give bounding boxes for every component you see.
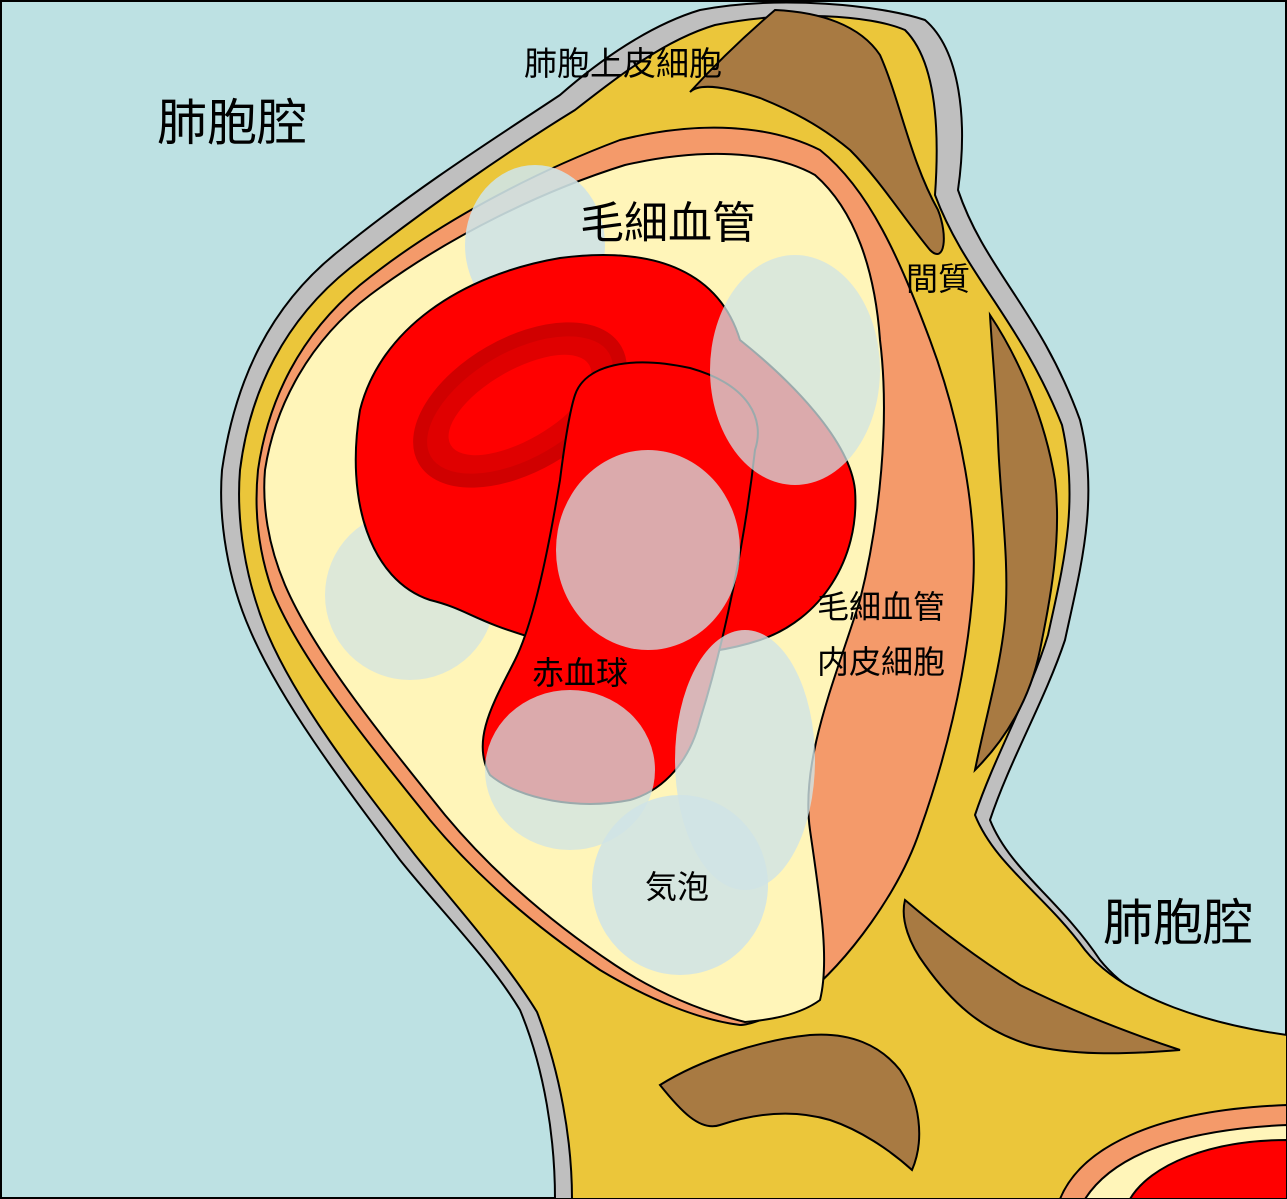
bubble-upper-right [710,255,880,485]
label-endothelial-cell-line1: 毛細血管 [817,588,945,626]
label-alveolar-epithelial-cell: 肺胞上皮細胞 [524,44,722,83]
label-erythrocyte: 赤血球 [532,654,628,692]
label-endothelial-cell-line2: 内皮細胞 [817,643,945,681]
label-alveolar-lumen-left: 肺胞腔 [157,94,307,152]
label-interstitium: 間質 [906,260,970,298]
bubble-center [556,450,740,650]
label-bubble: 気泡 [645,868,709,906]
label-capillary: 毛細血管 [580,198,756,249]
label-alveolar-lumen-right: 肺胞腔 [1103,894,1253,952]
